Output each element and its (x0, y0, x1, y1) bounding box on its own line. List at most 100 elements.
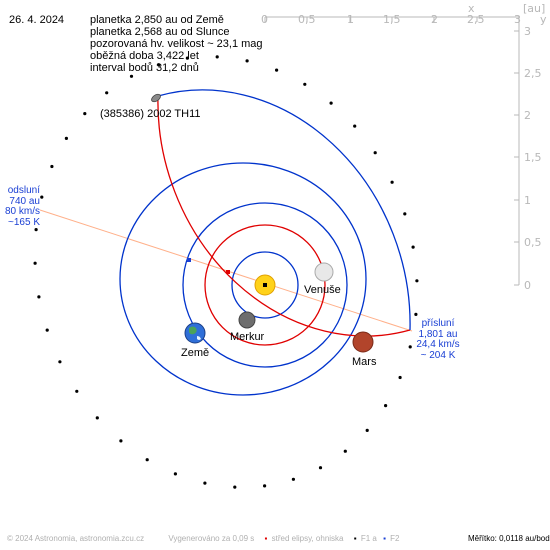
info-magnitude: pozorovaná hv. velikost ~ 23,1 mag (90, 38, 263, 50)
perihelion-distance: 1,801 au (418, 328, 458, 340)
x-tick-0: 0 (261, 13, 268, 26)
mars-icon (352, 331, 374, 353)
venus-icon (314, 262, 334, 282)
orbit-point (129, 74, 134, 78)
orbit-point (329, 101, 333, 105)
date-label: 26. 4. 2024 (9, 14, 65, 26)
orbit-point (203, 481, 207, 485)
orbit-point (64, 136, 68, 140)
footer-copyright: © 2024 Astronomia, astronomia.zcu.cz (7, 534, 145, 543)
orbit-point (384, 404, 388, 408)
mercury-icon (238, 311, 256, 329)
y-axis-ticks (514, 30, 519, 286)
perihelion-title: přísluní (421, 318, 455, 329)
orbit-point (408, 345, 412, 349)
orbit-point (37, 295, 41, 299)
orbit-point (303, 82, 307, 86)
y-axis-label: y (540, 13, 547, 26)
perihelion-temperature: ~ 204 K (420, 349, 456, 361)
orbit-point (157, 63, 161, 67)
orbit-point-markers (33, 55, 419, 489)
orbit-point (414, 312, 418, 316)
venus-label: Venuše (304, 284, 341, 296)
earth-orbit (182, 202, 348, 368)
info-distance-sun: planetka 2,568 au od Slunce (90, 26, 230, 38)
y-tick-5: 0,5 (524, 236, 542, 249)
y-tick-1: 2,5 (524, 67, 542, 80)
orbit-point (318, 466, 323, 470)
mars-label: Mars (352, 356, 377, 368)
orbit-point (50, 164, 54, 169)
x-tick-5: 2,5 (467, 13, 485, 26)
earth-icon (184, 322, 206, 344)
orbit-point (215, 55, 219, 59)
orbit-point (45, 328, 49, 332)
y-tick-3: 1,5 (524, 151, 542, 164)
x-tick-3: 1,5 (383, 13, 401, 26)
orbit-point (263, 484, 267, 488)
scale-label: Měřítko: 0,0118 au/bod (468, 534, 550, 543)
asteroid-name-label: (385386) 2002 TH11 (100, 108, 201, 120)
center-legend-icon: ▪ (264, 534, 268, 543)
orbit-point (403, 212, 407, 216)
asteroid-icon (151, 93, 161, 103)
orbit-point (105, 91, 109, 95)
aphelion-temperature: ~165 K (8, 216, 40, 228)
orbit-point (40, 195, 44, 199)
mars-orbit (119, 162, 367, 396)
x-tick-2: 1 (347, 13, 354, 26)
orbit-point (343, 449, 347, 453)
orbit-point (415, 279, 419, 283)
perihelion-speed: 24,4 km/s (416, 339, 460, 350)
y-tick-2: 2 (524, 109, 531, 122)
perihelion-info: přísluní 1,801 au 24,4 km/s ~ 204 K (410, 318, 466, 361)
orbit-point (365, 428, 369, 432)
orbit-point (58, 360, 62, 364)
orbit-point (145, 458, 149, 462)
orbit-point (291, 477, 295, 481)
orbit-point (275, 68, 279, 72)
y-tick-6: 0 (524, 279, 531, 292)
aphelion-title: odsluní (7, 185, 40, 196)
orbit-point (95, 416, 99, 420)
x-tick-1: 0,5 (298, 13, 316, 26)
orbit-point (33, 261, 37, 265)
orbit-point (34, 228, 38, 232)
venus-orbit (204, 224, 326, 346)
footer-legend-f1: F1 a (360, 534, 377, 543)
info-point-interval: interval bodů 31,2 dnů (90, 62, 199, 74)
mercury-label: Merkur (230, 331, 265, 343)
axis-unit: [au] (523, 2, 546, 15)
f1-legend-icon: ▪ (353, 534, 357, 543)
orbit-point (245, 59, 249, 63)
focus-f2-marker (187, 258, 191, 262)
footer-legend-f2: F2 (390, 534, 400, 543)
mercury-orbit (231, 251, 299, 319)
x-tick-6: 3 (514, 13, 521, 26)
x-axis-ticks (264, 17, 520, 22)
asteroid-orbit (157, 89, 411, 337)
aphelion-distance: 740 au (9, 195, 40, 207)
orbit-point (75, 389, 79, 393)
info-period: oběžná doba 3,422 let (90, 50, 199, 62)
orbit-point (83, 112, 87, 116)
orbit-point (353, 124, 357, 128)
footer: © 2024 Astronomia, astronomia.zcu.cz Vyg… (7, 534, 399, 543)
ellipse-center-marker (226, 270, 230, 274)
orbit-point (411, 245, 415, 249)
orbit-point (233, 485, 237, 489)
orbit-point (390, 180, 394, 184)
info-distance-earth: planetka 2,850 au od Země (90, 14, 224, 26)
y-tick-0: 3 (524, 25, 531, 38)
orbit-point (398, 375, 402, 380)
orbit-point (173, 472, 177, 476)
orbit-point (373, 151, 377, 155)
focus-f1-marker (263, 283, 267, 287)
x-tick-4: 2 (431, 13, 438, 26)
aphelion-speed: 80 km/s (4, 206, 40, 217)
orbit-point (185, 56, 189, 60)
footer-legend-center: střed elipsy, ohniska (271, 534, 344, 543)
earth-label: Země (181, 347, 210, 359)
